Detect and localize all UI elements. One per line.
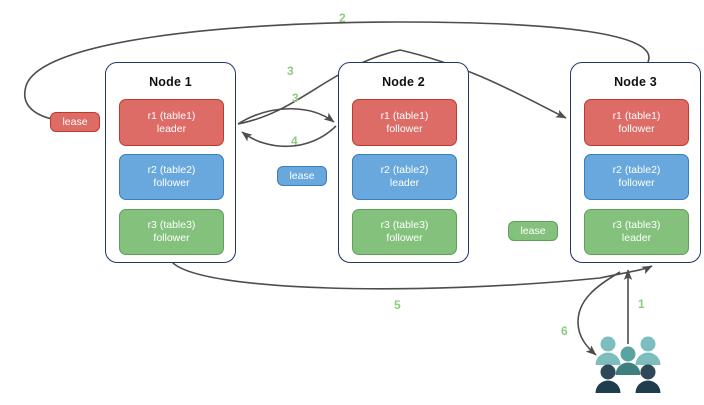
lease-badge-green[interactable]: lease <box>508 221 558 241</box>
replica-name: r3 (table3) <box>612 219 661 231</box>
replica-r1[interactable]: r1 (table1) leader <box>119 99 224 146</box>
replica-r3[interactable]: r3 (table3) leader <box>584 209 689 255</box>
replica-r1[interactable]: r1 (table1) follower <box>584 99 689 146</box>
replica-name: r3 (table3) <box>380 219 429 231</box>
replica-name: r1 (table1) <box>380 109 429 122</box>
replica-role: leader <box>389 177 420 189</box>
replica-r2[interactable]: r2 (table2) follower <box>119 154 224 200</box>
replica-role: follower <box>618 122 655 135</box>
replica-role: follower <box>386 122 423 135</box>
replica-name: r3 (table3) <box>147 219 196 231</box>
step-label-3-upper: 3 <box>287 64 294 78</box>
node-box-2[interactable]: Node 2 r1 (table1) follower r2 (table2) … <box>338 62 469 263</box>
replica-role: leader <box>156 122 187 135</box>
replica-r2[interactable]: r2 (table2) follower <box>584 154 689 200</box>
replica-name: r1 (table1) <box>612 109 661 122</box>
step-label-1: 1 <box>638 297 645 311</box>
step-label-6: 6 <box>561 324 568 338</box>
step-label-2: 2 <box>339 11 346 25</box>
replica-name: r2 (table2) <box>147 164 196 176</box>
replica-r3[interactable]: r3 (table3) follower <box>352 209 457 255</box>
node-box-1[interactable]: Node 1 r1 (table1) leader r2 (table2) fo… <box>105 62 236 263</box>
replica-role: leader <box>621 232 652 244</box>
lease-badge-red[interactable]: lease <box>50 112 100 132</box>
replica-role: follower <box>153 232 190 244</box>
replica-name: r1 (table1) <box>147 109 196 122</box>
node-box-3[interactable]: Node 3 r1 (table1) follower r2 (table2) … <box>570 62 701 263</box>
edge-step-3-to-node2 <box>237 107 335 125</box>
step-label-4: 4 <box>291 134 298 148</box>
replica-r2[interactable]: r2 (table2) leader <box>352 154 457 200</box>
replica-name: r2 (table2) <box>612 164 661 176</box>
step-label-3-lower: 3 <box>292 91 299 105</box>
replica-role: follower <box>618 177 655 189</box>
node-title: Node 3 <box>614 75 657 89</box>
node-title: Node 2 <box>382 75 425 89</box>
replica-r1[interactable]: r1 (table1) follower <box>352 99 457 146</box>
edge-step-5 <box>171 261 653 290</box>
node-title: Node 1 <box>149 75 192 89</box>
replica-r3[interactable]: r3 (table3) follower <box>119 209 224 255</box>
step-label-5: 5 <box>394 298 401 312</box>
replica-role: follower <box>386 232 423 244</box>
replica-role: follower <box>153 177 190 189</box>
users-icon <box>595 336 661 393</box>
replica-name: r2 (table2) <box>380 164 429 176</box>
lease-badge-blue[interactable]: lease <box>277 166 327 186</box>
edge-step-4 <box>241 125 337 148</box>
